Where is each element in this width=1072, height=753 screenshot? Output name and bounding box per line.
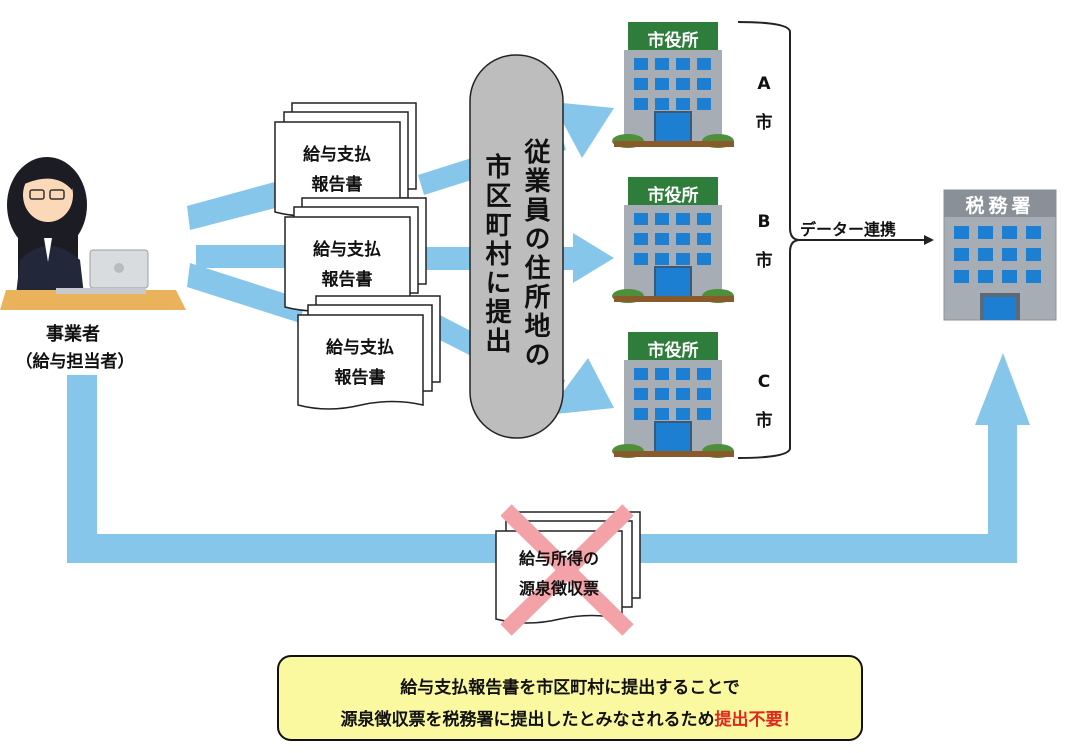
- submission-pill: [469, 54, 564, 439]
- city-c-letter: C: [757, 372, 771, 392]
- report-doc-label-2: 給与支払 報告書: [288, 235, 406, 295]
- summary-note-line2-main: 源泉徴収票を税務署に提出したとみなされるため: [340, 710, 715, 730]
- tax-office-window: [978, 226, 993, 239]
- city-hall-building-icon-a: [612, 22, 734, 148]
- tax-office-window: [954, 226, 969, 239]
- report-doc-stack-2: [284, 197, 427, 312]
- tax-office-window: [978, 270, 993, 283]
- report-doc-label-1: 給与支払 報告書: [278, 140, 396, 200]
- report-doc-line2: 報告書: [311, 175, 363, 195]
- report-doc-stack-3: [297, 295, 441, 410]
- report-doc-line1: 給与支払: [326, 338, 394, 358]
- report-doc-line2: 報告書: [334, 368, 386, 388]
- report-doc-stack-1: [274, 102, 417, 217]
- summary-note-line2: 源泉徴収票を税務署に提出したとみなされるため提出不要！: [279, 705, 861, 730]
- data-link-label: データー連携: [800, 220, 897, 239]
- tax-office-window: [954, 270, 969, 283]
- red-x-icon: [500, 504, 634, 636]
- withholding-doc-line2: 源泉徴収票: [518, 579, 599, 598]
- employer-role-label: （給与担当者）: [15, 352, 135, 372]
- summary-note-box: 給与支払報告書を市区町村に提出することで 源泉徴収票を税務署に提出したとみなされ…: [277, 655, 863, 741]
- tax-office-window: [1026, 270, 1041, 283]
- tax-office-window: [1026, 248, 1041, 261]
- withholding-doc-label: 給与所得の 源泉徴収票: [497, 544, 621, 604]
- city-hall-building-icon-c: [612, 332, 734, 458]
- pill-text-right-column: 従業員の住所地の: [520, 138, 550, 370]
- pill-text-left-column: 市区町村に提出: [481, 153, 511, 356]
- tax-office-window: [1002, 270, 1017, 283]
- report-doc-line1: 給与支払: [303, 145, 371, 165]
- summary-note-line1: 給与支払報告書を市区町村に提出することで: [400, 678, 740, 698]
- left-flow-arrows: [187, 180, 305, 323]
- summary-note-emphasis: 提出不要！: [714, 710, 800, 730]
- city-b-letter: B: [757, 212, 771, 232]
- city-hall-building-icon-b: [612, 177, 734, 303]
- tax-office-sign: 税務署: [965, 195, 1035, 217]
- tax-office-window: [1026, 226, 1041, 239]
- tax-office-window: [954, 248, 969, 261]
- tax-office-window: [978, 248, 993, 261]
- withholding-doc-line1: 給与所得の: [518, 549, 599, 568]
- city-a-letter: A: [757, 74, 771, 94]
- report-doc-line1: 給与支払: [313, 240, 381, 260]
- city-b-suffix: 市: [755, 251, 773, 271]
- report-doc-label-3: 給与支払 報告書: [301, 333, 419, 393]
- person-at-laptop-icon: [0, 157, 186, 310]
- employer-label: 事業者: [46, 324, 100, 345]
- city-hall-sign-b: 市役所: [647, 186, 699, 206]
- tax-office-building-icon: [943, 189, 1057, 321]
- city-hall-sign-c: 市役所: [647, 341, 699, 361]
- tax-office-window: [1002, 248, 1017, 261]
- city-hall-sign-a: 市役所: [647, 31, 699, 51]
- city-c-suffix: 市: [755, 411, 773, 431]
- city-a-suffix: 市: [755, 113, 773, 133]
- tax-office-window: [1002, 226, 1017, 239]
- report-doc-line2: 報告書: [321, 270, 373, 290]
